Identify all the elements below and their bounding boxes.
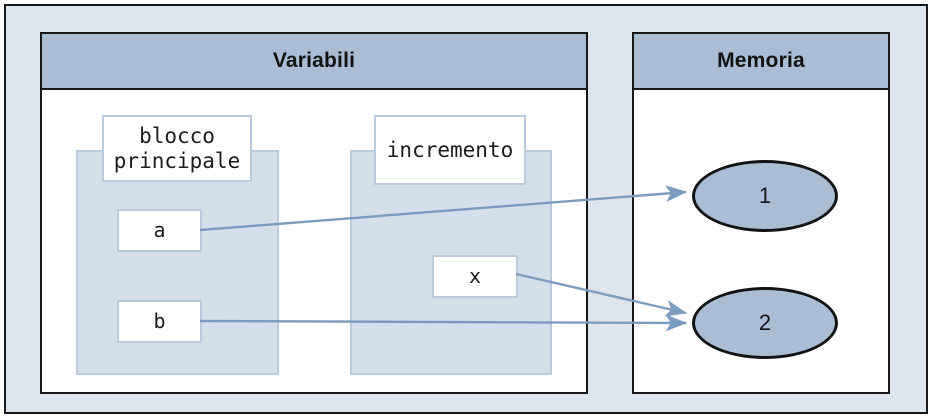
- scope-label-incremento: incremento: [374, 115, 526, 185]
- variables-panel-title: Variabili: [42, 34, 586, 90]
- variable-box-a[interactable]: a: [117, 209, 202, 252]
- memory-cell-1[interactable]: 1: [692, 160, 838, 232]
- variables-panel: Variabili blocco principale a b incremen…: [40, 32, 588, 394]
- variable-box-b[interactable]: b: [117, 300, 202, 343]
- memory-panel: Memoria 1 2: [632, 32, 890, 394]
- variable-box-x[interactable]: x: [432, 255, 518, 298]
- variables-panel-body: blocco principale a b incremento x: [42, 90, 586, 392]
- memory-panel-body: 1 2: [634, 90, 888, 392]
- scope-label-blocco-principale: blocco principale: [102, 115, 252, 182]
- memory-panel-title: Memoria: [634, 34, 888, 90]
- memory-cell-2[interactable]: 2: [692, 287, 838, 359]
